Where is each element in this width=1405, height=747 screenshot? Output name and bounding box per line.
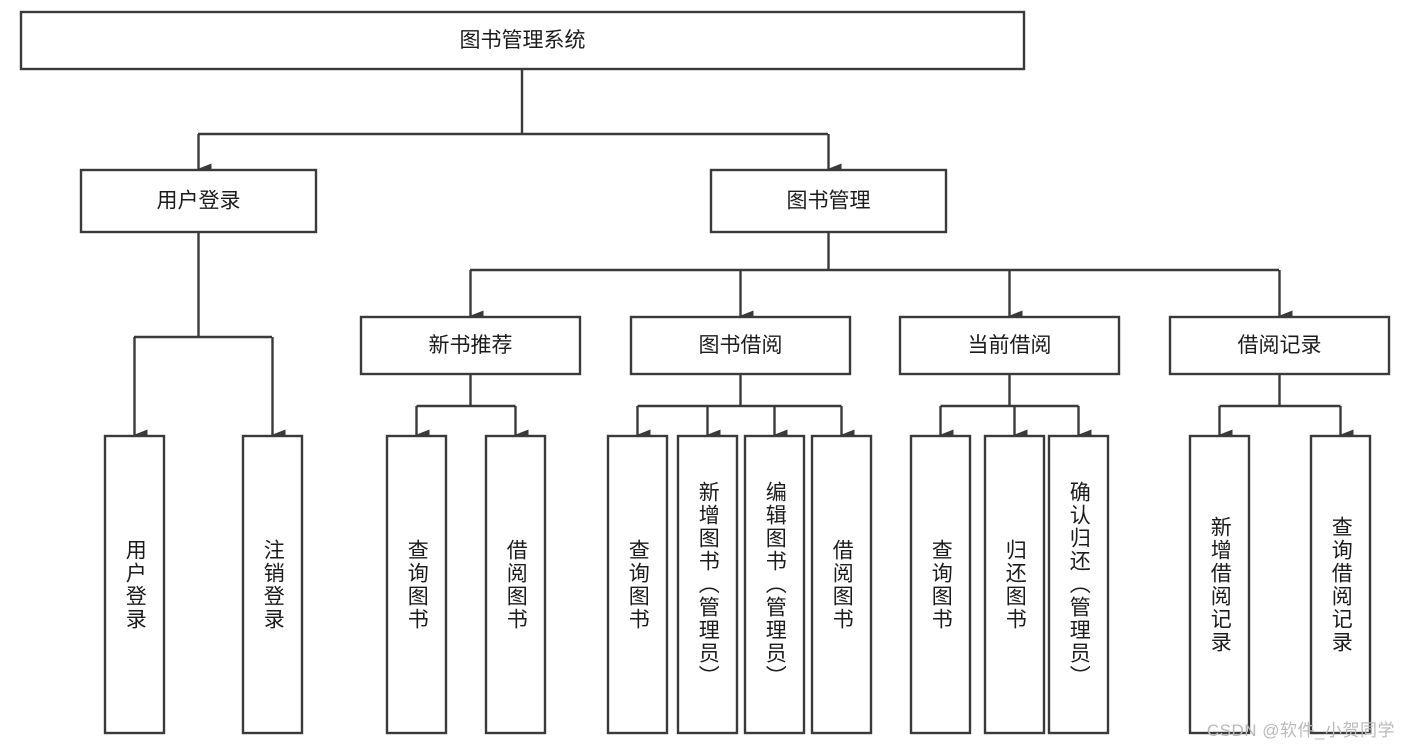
node-box	[359, 315, 582, 376]
node-box	[909, 434, 972, 735]
node-box	[983, 434, 1046, 735]
watermark-text: CSDN @软件_小贺同学	[1206, 721, 1395, 740]
node-box	[743, 434, 806, 735]
node-label: 图书借阅	[699, 334, 783, 357]
node-box	[484, 434, 547, 735]
node-leaf-9[interactable]	[983, 434, 1046, 735]
node-leaf-11[interactable]	[1188, 434, 1251, 735]
node-label: 借阅记录	[1238, 334, 1322, 357]
node-level2-1[interactable]: 图书管理	[709, 168, 948, 234]
node-root[interactable]: 图书管理系统	[19, 10, 1026, 71]
node-leaf-4[interactable]	[606, 434, 669, 735]
connector-layer	[133, 69, 1354, 441]
node-box	[1309, 434, 1372, 735]
node-box	[103, 434, 166, 735]
node-label: 用户登录	[157, 190, 241, 213]
node-box	[1188, 434, 1251, 735]
node-leaf-5[interactable]	[676, 434, 739, 735]
node-level3-0[interactable]: 新书推荐	[359, 315, 582, 376]
node-level3-2[interactable]: 当前借阅	[898, 315, 1121, 376]
node-level3-1[interactable]: 图书借阅	[629, 315, 852, 376]
node-label: 当前借阅	[968, 334, 1052, 357]
node-label: 新书推荐	[429, 334, 513, 357]
node-leaf-10[interactable]	[1047, 434, 1110, 735]
node-level3-3[interactable]: 借阅记录	[1168, 315, 1391, 376]
node-label: 图书管理	[787, 190, 871, 213]
node-leaf-1[interactable]	[241, 434, 304, 735]
node-box	[898, 315, 1121, 376]
node-label: 图书管理系统	[460, 29, 586, 52]
node-leaf-2[interactable]	[385, 434, 448, 735]
node-box	[79, 168, 318, 234]
node-leaf-12[interactable]	[1309, 434, 1372, 735]
node-level2-0[interactable]: 用户登录	[79, 168, 318, 234]
node-box	[676, 434, 739, 735]
node-box	[19, 10, 1026, 71]
node-box	[385, 434, 448, 735]
node-leaf-8[interactable]	[909, 434, 972, 735]
node-box	[1168, 315, 1391, 376]
node-box	[629, 315, 852, 376]
node-box	[606, 434, 669, 735]
node-leaf-0[interactable]	[103, 434, 166, 735]
node-box	[241, 434, 304, 735]
node-box	[1047, 434, 1110, 735]
node-leaf-7[interactable]	[810, 434, 873, 735]
node-leaf-6[interactable]	[743, 434, 806, 735]
node-box	[810, 434, 873, 735]
node-box	[709, 168, 948, 234]
node-leaf-3[interactable]	[484, 434, 547, 735]
